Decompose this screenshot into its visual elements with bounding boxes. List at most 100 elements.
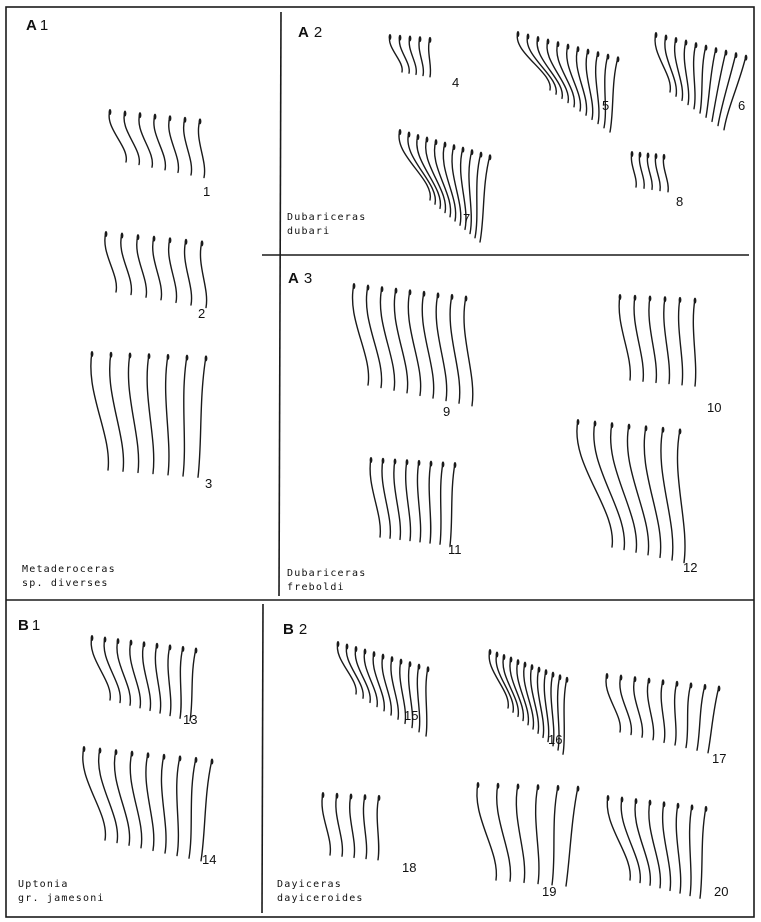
rib-line bbox=[121, 234, 132, 295]
rib-fan-4: 4 bbox=[389, 34, 460, 90]
rib-tubercle bbox=[662, 679, 665, 685]
taxon-a1-line1: Metaderoceras bbox=[22, 564, 116, 575]
rib-tubercle bbox=[99, 748, 102, 754]
rib-line bbox=[627, 425, 648, 555]
rib-tubercle bbox=[442, 461, 445, 467]
figure-number-15: 15 bbox=[404, 708, 418, 723]
rib-line bbox=[649, 296, 657, 382]
rib-tubercle bbox=[364, 794, 367, 800]
rib-tubercle bbox=[83, 746, 86, 752]
rib-tubercle bbox=[115, 749, 118, 755]
figure-number-10: 10 bbox=[707, 400, 721, 415]
rib-line bbox=[169, 116, 179, 172]
rib-line bbox=[391, 657, 399, 719]
rib-tubercle bbox=[537, 784, 540, 790]
frame bbox=[6, 7, 754, 917]
rib-line bbox=[336, 794, 343, 856]
rib-tubercle bbox=[537, 36, 540, 42]
rib-tubercle bbox=[409, 35, 412, 41]
rib-tubercle bbox=[322, 792, 325, 798]
rib-tubercle bbox=[621, 797, 624, 803]
rib-line bbox=[661, 680, 665, 742]
taxon-b1-line2: gr. jamesoni bbox=[18, 893, 105, 904]
rib-line bbox=[198, 356, 206, 477]
rib-tubercle bbox=[577, 786, 580, 792]
rib-tubercle bbox=[606, 673, 609, 679]
rib-tubercle bbox=[453, 144, 456, 150]
rib-line bbox=[394, 289, 407, 393]
rib-tubercle bbox=[694, 298, 697, 304]
rib-tubercle bbox=[510, 657, 513, 663]
rib-fan-7: 7 bbox=[399, 129, 492, 242]
rib-tubercle bbox=[628, 424, 631, 430]
rib-tubercle bbox=[704, 684, 707, 690]
rib-tubercle bbox=[426, 137, 429, 143]
rib-tubercle bbox=[745, 55, 748, 61]
rib-tubercle bbox=[381, 286, 384, 292]
rib-tubercle bbox=[663, 801, 666, 807]
taxon-a2-line2: dubari bbox=[287, 226, 330, 237]
rib-line bbox=[166, 355, 169, 475]
rib-tubercle bbox=[373, 651, 376, 657]
rib-line bbox=[417, 461, 420, 542]
rib-line bbox=[429, 38, 431, 77]
rib-line bbox=[552, 786, 558, 885]
rib-tubercle bbox=[419, 36, 422, 42]
rib-tubercle bbox=[353, 283, 356, 289]
rib-tubercle bbox=[409, 661, 412, 667]
rib-tubercle bbox=[408, 132, 411, 138]
rib-tubercle bbox=[391, 656, 394, 662]
rib-line bbox=[399, 36, 409, 73]
rib-tubercle bbox=[437, 292, 440, 298]
rib-line bbox=[606, 674, 620, 732]
rib-tubercle bbox=[471, 149, 474, 155]
rib-fan-19: 19 bbox=[477, 782, 580, 899]
rib-line bbox=[117, 639, 130, 705]
rib-tubercle bbox=[655, 32, 658, 38]
rib-line bbox=[382, 459, 390, 538]
taxon-a3-line1: Dubariceras bbox=[287, 568, 366, 579]
rib-tubercle bbox=[417, 134, 420, 140]
rib-tubercle bbox=[477, 782, 480, 788]
rib-line bbox=[185, 240, 192, 305]
rib-tubercle bbox=[367, 285, 370, 291]
rib-fan-20: 20 bbox=[607, 795, 729, 899]
figure-number-6: 6 bbox=[738, 98, 745, 113]
rib-line bbox=[663, 155, 668, 192]
taxon-a2-line1: Dubariceras bbox=[287, 212, 366, 223]
rib-tubercle bbox=[91, 351, 94, 357]
rib-line bbox=[377, 796, 379, 860]
rib-tubercle bbox=[129, 352, 132, 358]
rib-tubercle bbox=[647, 152, 650, 158]
rib-line bbox=[635, 799, 650, 885]
rib-line bbox=[130, 641, 141, 708]
rib-tubercle bbox=[690, 682, 693, 688]
rib-tubercle bbox=[577, 419, 580, 425]
rib-tubercle bbox=[205, 355, 208, 361]
rib-tubercle bbox=[465, 295, 468, 301]
rib-line bbox=[350, 794, 355, 857]
rib-tubercle bbox=[154, 114, 157, 120]
rib-line bbox=[200, 241, 206, 307]
rib-tubercle bbox=[184, 117, 187, 123]
rib-line bbox=[517, 32, 550, 90]
rib-line bbox=[664, 297, 670, 383]
rib-tubercle bbox=[617, 56, 620, 62]
rib-line bbox=[604, 55, 608, 128]
rib-tubercle bbox=[350, 793, 353, 799]
rib-line bbox=[380, 287, 394, 390]
rib-tubercle bbox=[547, 39, 550, 45]
rib-line bbox=[169, 238, 177, 302]
rib-line bbox=[409, 36, 416, 74]
rib-line bbox=[146, 753, 154, 850]
rib-tubercle bbox=[378, 795, 381, 801]
rib-fan-1: 1 bbox=[109, 109, 211, 199]
rib-line bbox=[452, 145, 461, 225]
rib-line bbox=[497, 784, 511, 881]
rib-tubercle bbox=[677, 803, 680, 809]
taxon-a1-line2: sp. diverses bbox=[22, 578, 109, 589]
rib-tubercle bbox=[648, 678, 651, 684]
rib-tubercle bbox=[545, 669, 548, 675]
rib-line bbox=[477, 783, 497, 880]
rib-tubercle bbox=[153, 236, 156, 242]
